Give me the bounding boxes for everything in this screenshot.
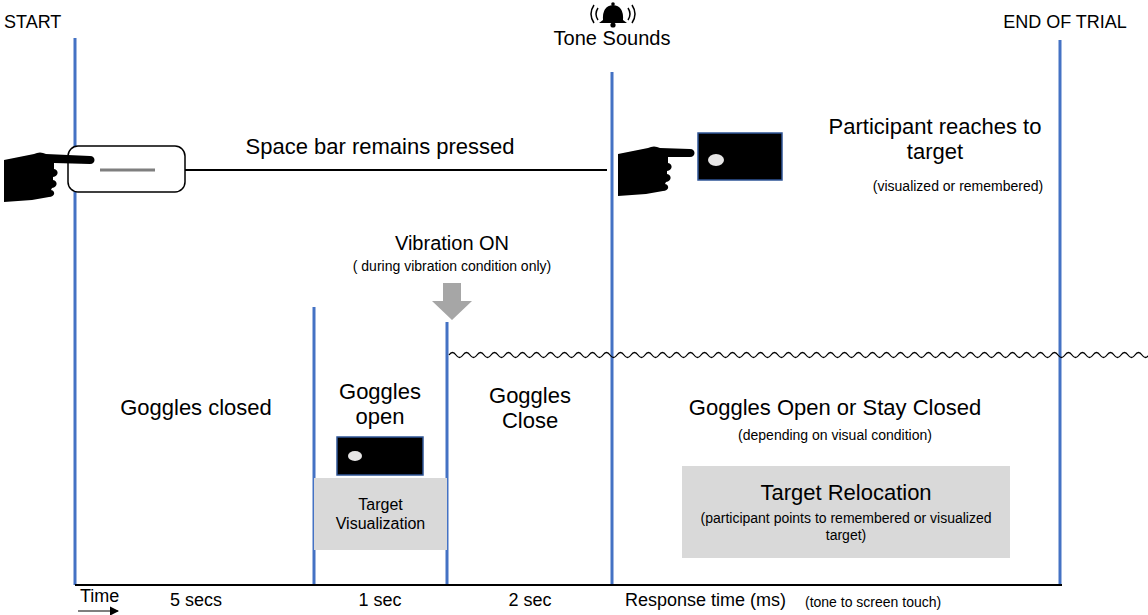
time-arrow bbox=[78, 610, 118, 611]
target-screen bbox=[698, 133, 782, 180]
phase-lines bbox=[75, 38, 1060, 585]
duration-label: Response time (ms) bbox=[625, 590, 786, 611]
start-label: START bbox=[4, 12, 61, 33]
target-screen bbox=[337, 437, 423, 475]
phase-note: Space bar remains pressed bbox=[245, 134, 514, 159]
box-title: Target Relocation bbox=[690, 480, 1002, 506]
sub-note: (visualized or remembered) bbox=[873, 178, 1043, 194]
bell-icon bbox=[591, 2, 635, 27]
press-line bbox=[185, 169, 607, 171]
time-axis bbox=[75, 584, 1062, 586]
space-bar-key bbox=[68, 146, 185, 192]
sub-note: ( during vibration condition only) bbox=[353, 258, 551, 274]
goggles-state: Goggles open bbox=[325, 379, 435, 430]
end-label: END OF TRIAL bbox=[1003, 12, 1127, 33]
phase-box: Target Relocation (participant points to … bbox=[682, 466, 1010, 558]
hand-icon bbox=[4, 153, 95, 203]
duration-label: 1 sec bbox=[358, 590, 401, 611]
vibration-wave bbox=[449, 353, 1148, 358]
space-bar bbox=[100, 169, 155, 172]
event-label: Tone Sounds bbox=[554, 27, 671, 50]
sub-note: (tone to screen touch) bbox=[805, 594, 941, 610]
vibration-arrow bbox=[432, 283, 472, 320]
vibration-label: Vibration ON bbox=[395, 232, 509, 255]
duration-label: 2 sec bbox=[508, 590, 551, 611]
hand-icon bbox=[618, 147, 695, 197]
response-note: Participant reaches to target bbox=[815, 114, 1055, 165]
box-note: (participant points to remembered or vis… bbox=[690, 510, 1002, 544]
goggles-state: Goggles Close bbox=[475, 383, 585, 434]
box-title: Target Visualization bbox=[322, 495, 439, 533]
goggles-state: Goggles closed bbox=[120, 395, 272, 420]
phase-box: Target Visualization bbox=[314, 478, 447, 550]
axis-label: Time bbox=[80, 586, 119, 607]
target-dot bbox=[348, 451, 362, 461]
duration-label: 5 secs bbox=[170, 590, 222, 611]
sub-note: (depending on visual condition) bbox=[738, 427, 932, 443]
target-dot bbox=[708, 154, 724, 166]
goggles-state: Goggles Open or Stay Closed bbox=[689, 395, 981, 420]
